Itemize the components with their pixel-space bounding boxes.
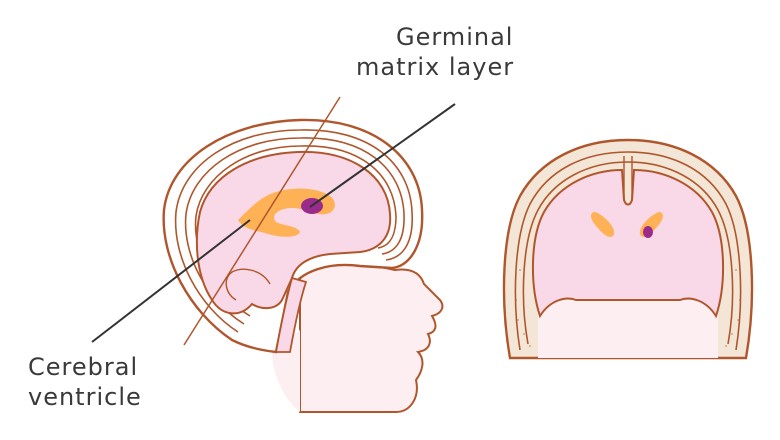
section-plane-line xyxy=(183,96,341,346)
coronal-view xyxy=(502,138,754,360)
skull-ring-1 xyxy=(174,129,413,333)
cerebellum xyxy=(225,268,271,301)
cerebral-ventricle-label-line2: ventricle xyxy=(28,383,142,411)
brain-coronal xyxy=(531,168,725,319)
falx xyxy=(623,156,633,200)
ventricle-coronal-left xyxy=(591,212,615,237)
coronal-ring-2 xyxy=(522,161,734,345)
germinal-pointer-line xyxy=(309,103,456,208)
germinal-matrix-label-line1: Germinal xyxy=(396,23,514,51)
ventricle-pointer-line xyxy=(91,219,251,343)
cerebral-ventricle-label-line1: Cerebral xyxy=(28,353,139,381)
skull-ring-2 xyxy=(184,137,405,325)
coronal-ring-1 xyxy=(514,151,742,351)
germinal-matrix-label-line2: matrix layer xyxy=(356,53,515,81)
coronal-base xyxy=(538,300,718,358)
sagittal-head-view xyxy=(162,96,444,413)
cerebral-ventricle-label: Cerebral ventricle xyxy=(28,352,142,412)
brainstem xyxy=(274,276,308,353)
germinal-matrix-label: Germinal matrix layer xyxy=(356,22,514,82)
germinal-matrix-coronal xyxy=(643,226,653,238)
head-skin xyxy=(299,259,444,413)
